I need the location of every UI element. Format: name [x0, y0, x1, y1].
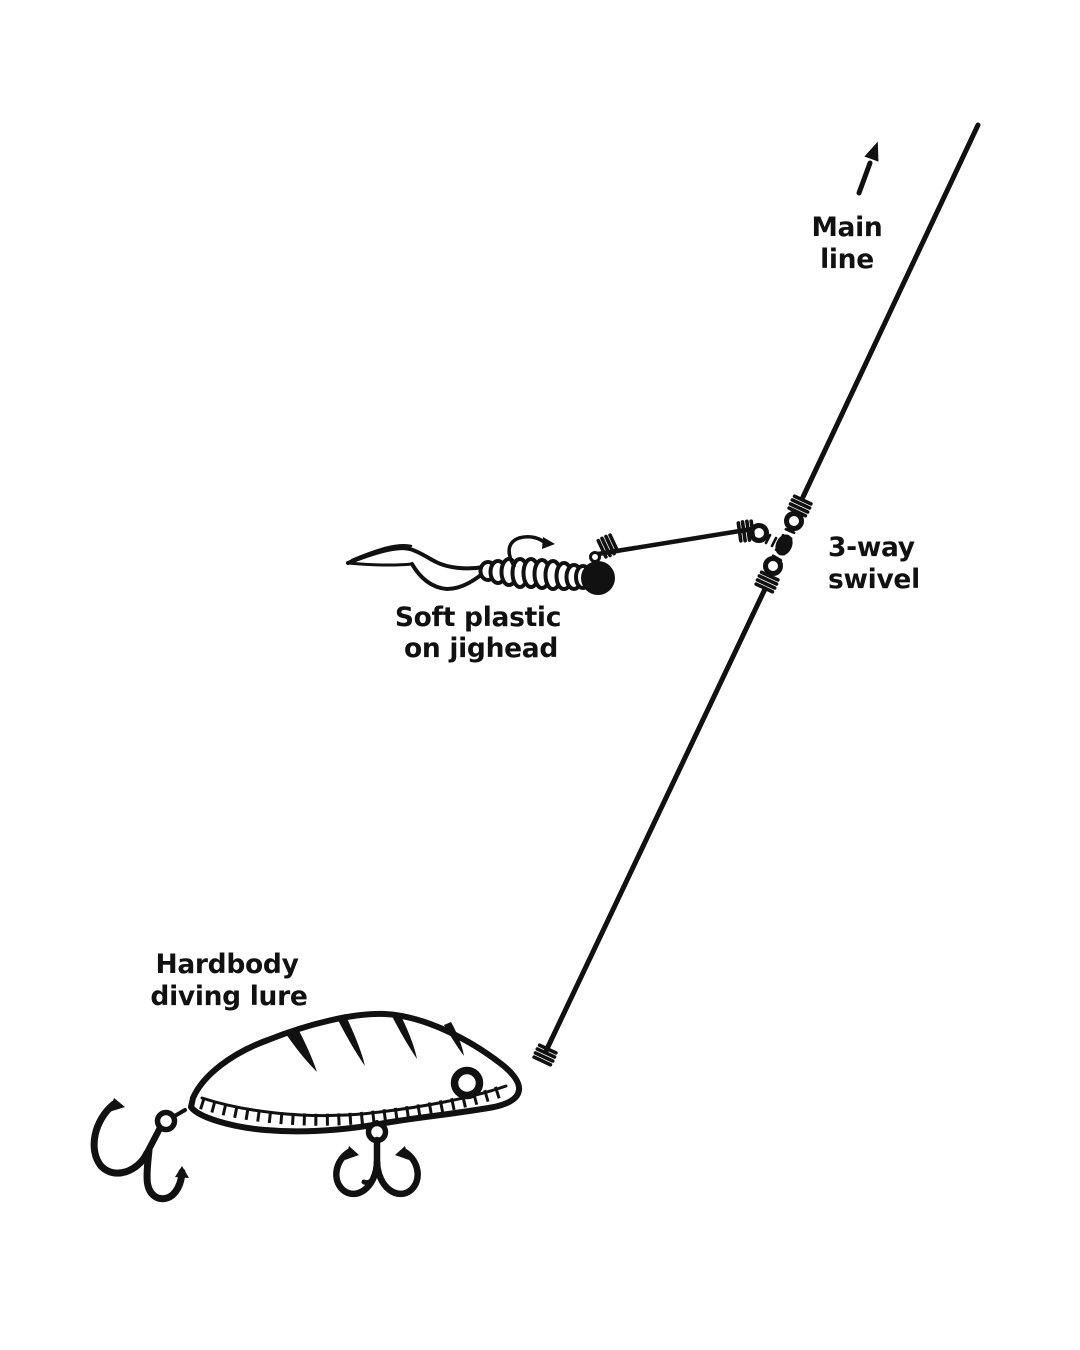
dropper-line-segment [595, 526, 755, 557]
front-treble-hook-icon [90, 1098, 189, 1203]
swivel-label-line2: swivel [828, 564, 920, 595]
main-line-lower-segment [543, 586, 768, 1054]
swivel-ring-bottom [763, 556, 783, 576]
main-line-label-line2: line [820, 244, 874, 275]
swivel-ring-top [784, 511, 804, 531]
up-arrow-icon [856, 141, 879, 196]
soft-plastic-label-line1: Soft plastic [395, 602, 561, 633]
lure-stripes [284, 1014, 464, 1072]
main-line [543, 122, 981, 1054]
lure-body [188, 1010, 523, 1135]
jig-head-ball [581, 561, 615, 595]
hardbody-label-line1: Hardbody [155, 949, 298, 980]
main-line-upper-segment [800, 122, 981, 500]
lure-eye [450, 1066, 484, 1100]
belly-treble-hook-icon [333, 1120, 421, 1198]
soft-plastic-label-line2: on jighead [404, 633, 558, 664]
knot-icon [531, 1043, 559, 1067]
soft-plastic-body [478, 557, 592, 591]
jig-hook [507, 535, 555, 568]
hardbody-label-line2: diving lure [150, 981, 307, 1012]
labels: Main line 3-way swivel Soft plastic on j… [150, 212, 920, 1012]
jig-eyelet [589, 551, 601, 563]
soft-plastic-jighead-icon [346, 535, 615, 595]
soft-plastic-tail [346, 544, 488, 592]
hardbody-diving-lure-icon [90, 1010, 523, 1203]
swivel-body [775, 534, 793, 556]
swivel-label-line1: 3-way [828, 532, 915, 563]
three-way-swivel-icon [749, 511, 804, 576]
main-line-label-line1: Main [811, 212, 882, 243]
